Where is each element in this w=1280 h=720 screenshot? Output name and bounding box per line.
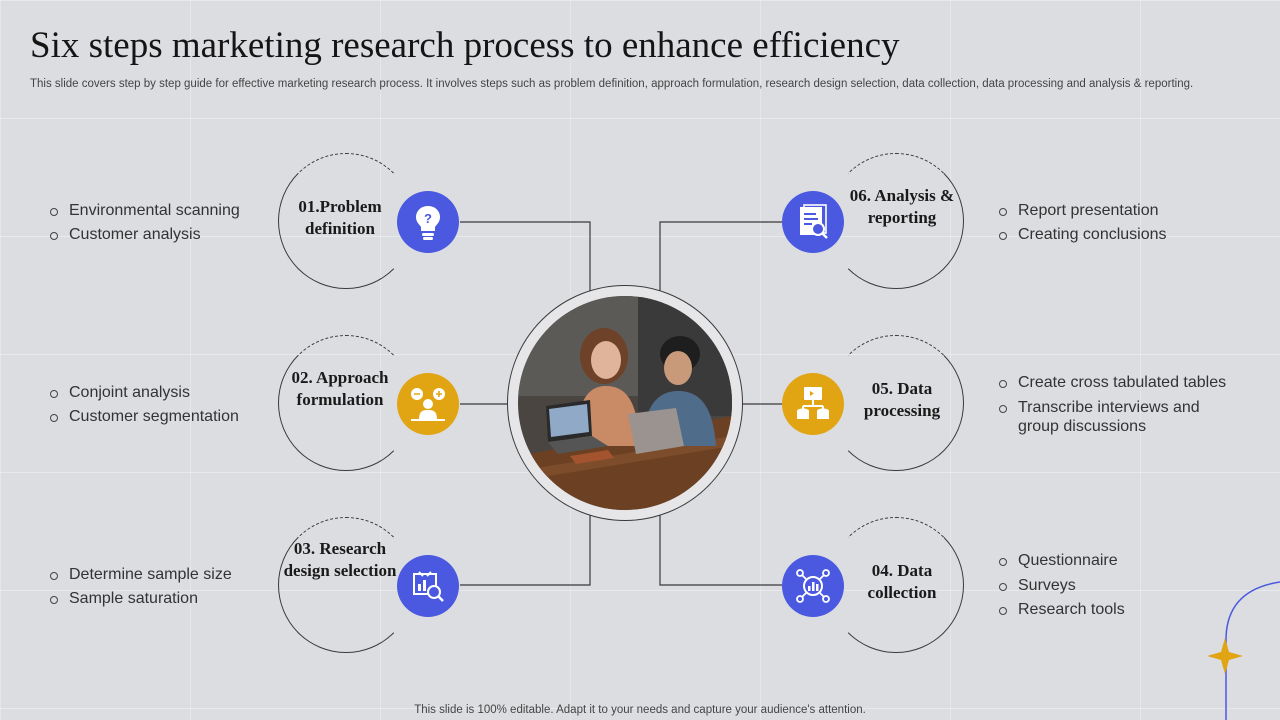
step1-bullets: Environmental scanning Customer analysis [50, 199, 240, 247]
data-network-icon [796, 569, 830, 603]
list-item: Environmental scanning [50, 199, 240, 223]
step6-badge [782, 191, 844, 253]
slide-subtitle: This slide covers step by step guide for… [30, 78, 1194, 90]
step2-bullets: Conjoint analysis Customer segmentation [50, 381, 239, 429]
step2-badge [397, 373, 459, 435]
slide-footer: This slide is 100% editable. Adapt it to… [414, 704, 866, 716]
step6-ring [828, 153, 964, 289]
connector-step3 [460, 512, 591, 586]
list-item: Conjoint analysis [50, 381, 239, 405]
step5-badge [782, 373, 844, 435]
step5-label: 05. Data processing [863, 379, 941, 420]
sparkle-star-icon [1207, 638, 1243, 674]
svg-text:?: ? [424, 211, 432, 226]
team-meeting-photo [518, 296, 732, 510]
slide-title: Six steps marketing research process to … [30, 25, 900, 66]
list-item: Research tools [999, 598, 1125, 623]
step3-ring [278, 517, 414, 653]
list-item: Customer segmentation [50, 405, 239, 429]
step3-label: 03. Research design selection [283, 539, 397, 580]
step2-label: 02. Approach formulation [291, 368, 389, 409]
list-item: Questionnaire [999, 549, 1125, 574]
list-item: Create cross tabulated tables [999, 371, 1229, 395]
connector-step6 [659, 221, 782, 296]
step4-bullets: Questionnaire Surveys Research tools [999, 549, 1125, 623]
step1-badge: ? [397, 191, 459, 253]
step2-ring [278, 335, 414, 471]
connector-step4 [659, 512, 782, 586]
report-magnifier-icon [413, 571, 444, 602]
step4-badge [782, 555, 844, 617]
list-item: Determine sample size [50, 563, 232, 587]
idea-bulb-icon: ? [416, 206, 440, 240]
list-item: Report presentation [999, 199, 1167, 223]
corner-arc-decoration [1225, 581, 1280, 720]
center-photo-frame [507, 285, 743, 521]
list-item: Customer analysis [50, 223, 240, 247]
document-analysis-icon [800, 204, 828, 239]
data-processing-icon [797, 387, 829, 419]
list-item: Transcribe interviews and group discussi… [999, 398, 1229, 436]
step4-ring [828, 517, 964, 653]
step6-label: 06. Analysis & reporting [849, 186, 955, 227]
connector-step1 [460, 221, 591, 296]
step6-bullets: Report presentation Creating conclusions [999, 199, 1167, 247]
step3-bullets: Determine sample size Sample saturation [50, 563, 232, 611]
step5-bullets: Create cross tabulated tables Transcribe… [999, 371, 1229, 436]
step1-ring [278, 153, 414, 289]
team-approach-icon [411, 388, 445, 421]
step4-label: 04. Data collection [867, 561, 937, 602]
list-item: Creating conclusions [999, 223, 1167, 247]
step5-ring [828, 335, 964, 471]
list-item: Sample saturation [50, 587, 232, 611]
step1-label: 01.Problem definition [298, 197, 382, 238]
list-item: Surveys [999, 574, 1125, 599]
step3-badge [397, 555, 459, 617]
